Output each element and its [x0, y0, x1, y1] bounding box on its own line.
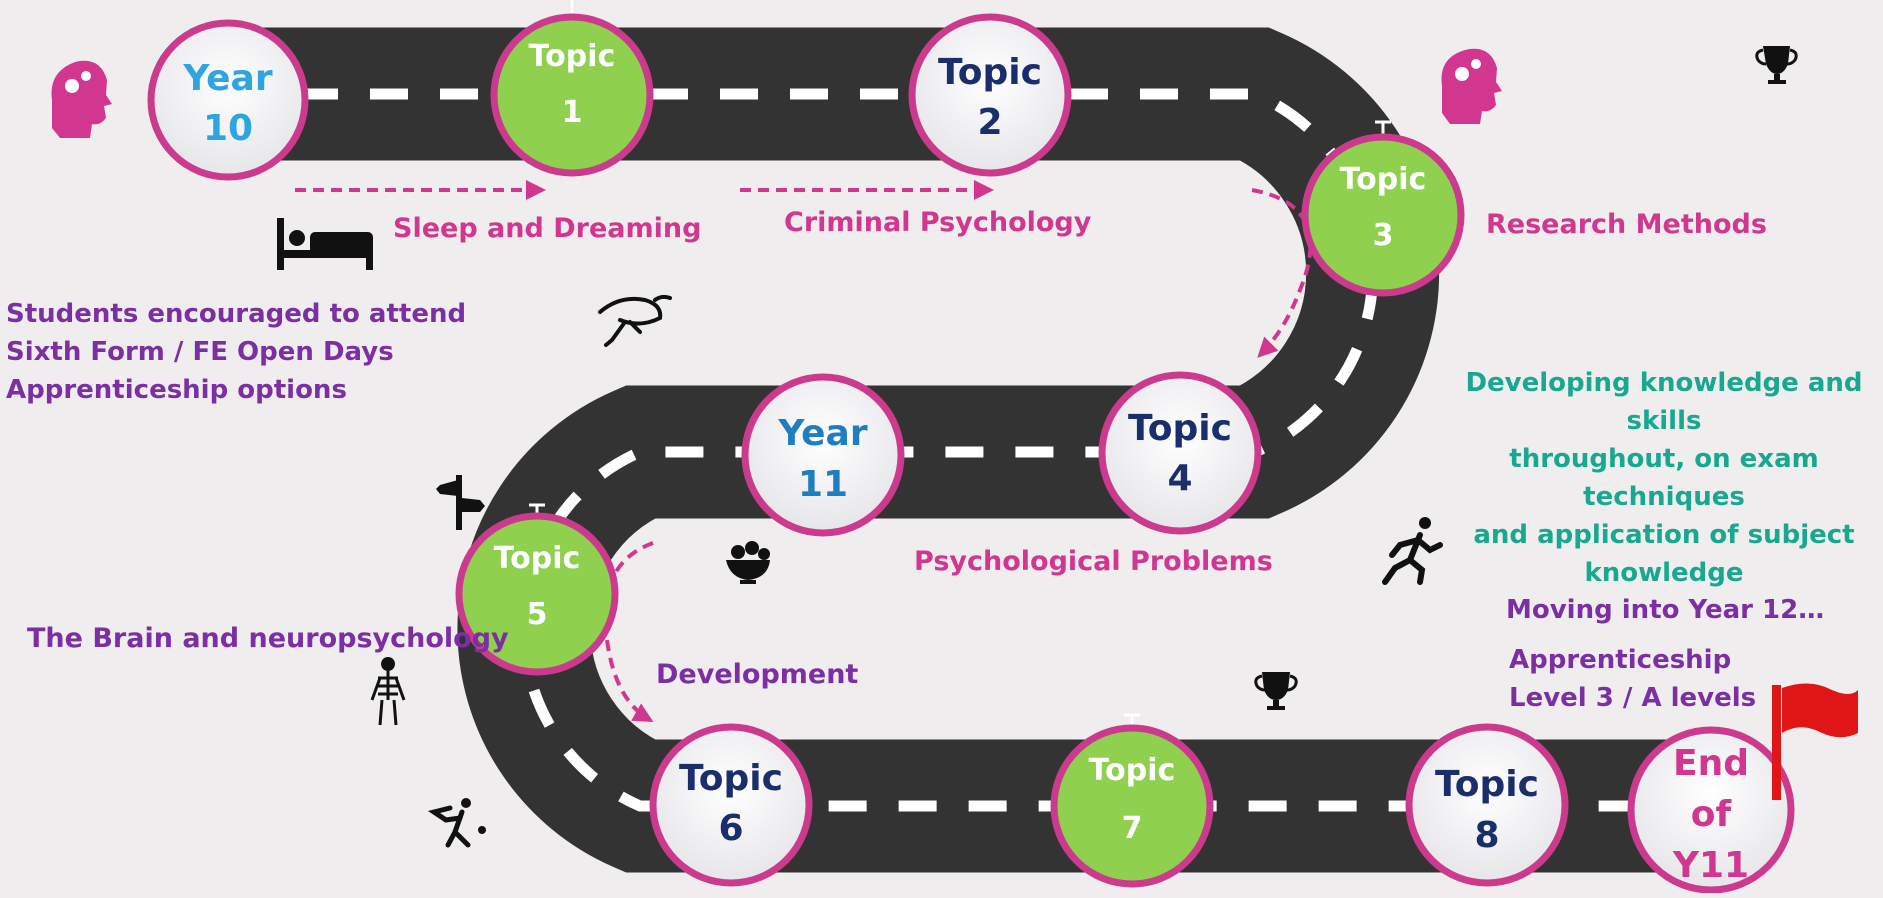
node-topic4-line2: 4: [1167, 458, 1192, 499]
finish-flag-icon: [1772, 683, 1858, 800]
topic-label-brain: The Brain and neuropsychology: [27, 623, 509, 654]
node-end-line1: End: [1673, 743, 1749, 784]
node-topic6-line2: 6: [718, 808, 743, 849]
topic-label-problems: Psychological Problems: [914, 546, 1273, 577]
topic-label-research: Research Methods: [1486, 209, 1767, 240]
road-center-line: [230, 88, 1745, 812]
node-topic2-line2: 2: [977, 102, 1002, 143]
signpost-icon: [436, 475, 485, 530]
dreamer-icon: [598, 294, 672, 347]
note-skills: Developing knowledge and skills througho…: [1465, 368, 1863, 588]
node-topic5: Topic 5: [455, 512, 619, 676]
node-end-line3: Y11: [1672, 845, 1749, 886]
note-open-days: Students encouraged to attend Sixth Form…: [6, 299, 467, 405]
node-topic6: Topic 6: [649, 723, 813, 887]
node-topic3-line2: 3: [1373, 218, 1394, 253]
node-topic7: Topic 7: [1050, 724, 1214, 888]
trophy-icon: [1254, 672, 1298, 710]
note-next-options: Apprenticeship Level 3 / A levels: [1509, 645, 1757, 713]
node-topic7-line2: 7: [1122, 811, 1143, 846]
node-topic2-line1: Topic: [938, 52, 1042, 93]
node-topic4-line1: Topic: [1128, 408, 1232, 449]
node-topic6-line1: Topic: [679, 758, 783, 799]
node-topic3: Topic 3: [1301, 133, 1465, 297]
trophy-icon: [1755, 46, 1798, 84]
node-topic1-line2: 1: [562, 95, 583, 130]
bed-icon: [277, 218, 373, 270]
cricket-player-icon: [427, 798, 486, 848]
node-year11-line2: 11: [798, 464, 848, 505]
node-topic4: Topic 4: [1098, 371, 1262, 535]
node-topic5-line2: 5: [527, 597, 548, 632]
brain-gear-icon: [1441, 48, 1502, 124]
node-topic7-line1: Topic: [1089, 753, 1176, 788]
node-topic8-line1: Topic: [1435, 764, 1539, 805]
node-topic8: Topic 8: [1405, 723, 1569, 887]
fruit-bowl-icon: [726, 541, 770, 584]
node-topic1: Topic 1: [490, 13, 654, 177]
node-topic5-line1: Topic: [494, 541, 581, 576]
node-end-line2: of: [1691, 794, 1732, 835]
topic-label-sleep: Sleep and Dreaming: [393, 213, 702, 244]
node-end: End of Y11: [1627, 726, 1795, 894]
brain-gear-icon: [51, 60, 112, 138]
node-year11: Year 11: [741, 373, 905, 537]
node-year10: Year 10: [147, 19, 309, 181]
node-year10-line2: 10: [203, 108, 253, 149]
node-topic8-line2: 8: [1474, 815, 1499, 856]
note-moving-year12: Moving into Year 12…: [1506, 595, 1825, 625]
node-topic3-line1: Topic: [1340, 162, 1427, 197]
node-year11-line1: Year: [777, 413, 867, 454]
node-year10-line1: Year: [182, 58, 272, 99]
node-topic1-line1: Topic: [529, 39, 616, 74]
skeleton-icon: [370, 657, 406, 726]
topic-label-development: Development: [656, 659, 859, 690]
topic-label-criminal: Criminal Psychology: [784, 207, 1092, 238]
node-topic2: Topic 2: [908, 13, 1072, 177]
runner-icon: [1382, 517, 1443, 585]
